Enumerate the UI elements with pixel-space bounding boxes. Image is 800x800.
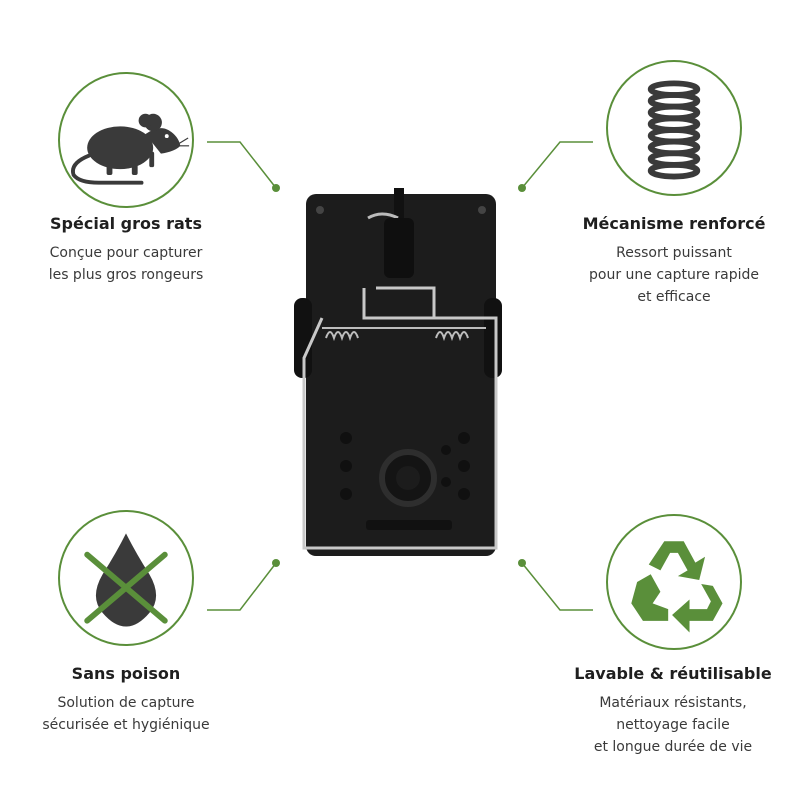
feature-desc-reinforced-mechanism: Ressort puissant pour une capture rapide… (572, 242, 776, 308)
recycle-icon (631, 541, 723, 633)
desc-line: pour une capture rapide (589, 267, 759, 283)
connector-dot (518, 184, 526, 192)
desc-line: sécurisée et hygiénique (42, 717, 210, 733)
desc-line: et efficace (637, 289, 711, 305)
spring-icon (647, 80, 701, 180)
connector-dot (272, 559, 280, 567)
feature-desc-no-poison: Solution de capture sécurisée et hygiéni… (34, 692, 218, 736)
connector-dot (272, 184, 280, 192)
recycle-icon-circle (606, 514, 742, 650)
desc-line: Solution de capture (57, 695, 195, 711)
feature-title-large-rats: Spécial gros rats (50, 214, 202, 233)
no-poison-drop-icon (84, 533, 168, 627)
feature-desc-washable-reusable: Matériaux résistants, nettoyage facile e… (570, 692, 776, 758)
desc-line: et longue durée de vie (593, 739, 753, 755)
desc-line: les plus gros rongeurs (48, 267, 204, 283)
no-poison-icon-circle (58, 510, 194, 646)
desc-line: Conçue pour capturer (49, 245, 203, 261)
spring-icon-circle (606, 60, 742, 196)
feature-title-washable-reusable: Lavable & réutilisable (574, 664, 772, 683)
rat-trap-image (294, 188, 502, 556)
connector-dot (518, 559, 526, 567)
rat-icon (71, 113, 190, 185)
desc-line: Ressort puissant (616, 245, 732, 261)
feature-title-no-poison: Sans poison (71, 664, 181, 683)
feature-title-reinforced-mechanism: Mécanisme renforcé (582, 214, 766, 233)
desc-line: nettoyage facile (616, 717, 730, 733)
feature-desc-large-rats: Conçue pour capturer les plus gros ronge… (30, 242, 222, 286)
desc-line: Matériaux résistants, (599, 695, 747, 711)
rat-icon-circle (58, 72, 194, 208)
